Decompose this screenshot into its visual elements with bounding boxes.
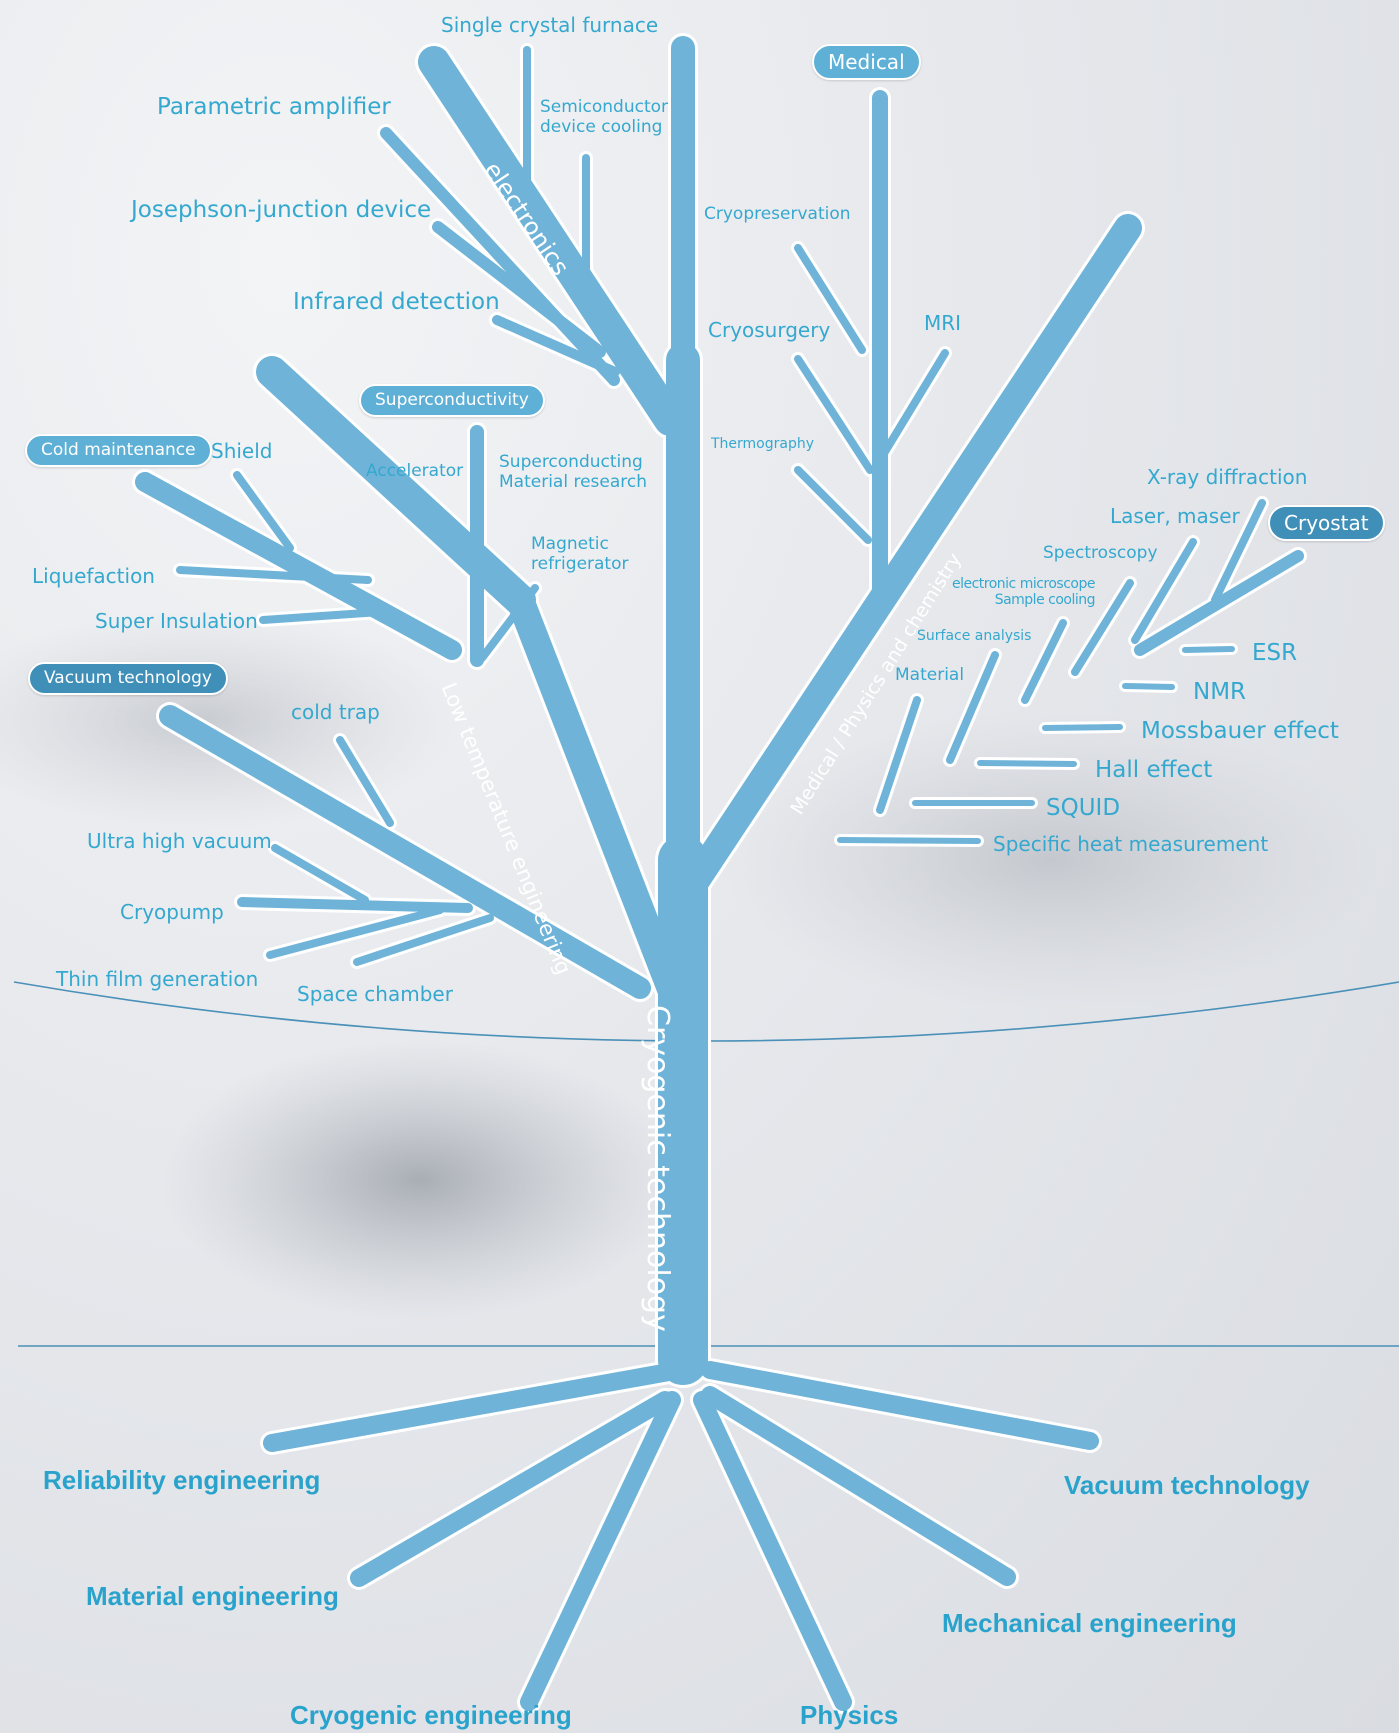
twig-cryopreservation: [794, 244, 866, 354]
twig-material: [876, 696, 921, 814]
twig-accelerator: [414, 494, 477, 574]
twig-ultra-high-vacuum: [271, 844, 369, 904]
root-label-cryogenic: Cryogenic engineering: [290, 1700, 572, 1730]
branch-electronics: [418, 46, 686, 436]
label-infrared: Infrared detection: [293, 289, 500, 315]
twig-cryosurgery: [794, 355, 874, 474]
twig-em-cooling: [1021, 619, 1067, 704]
root-mechanical: [701, 1386, 1016, 1586]
twig-nmr: [1122, 683, 1175, 690]
label-esr: ESR: [1252, 640, 1298, 666]
label-material: Material: [895, 665, 965, 685]
twig-cryopump: [237, 897, 473, 913]
label-mossbauer: Mossbauer effect: [1141, 718, 1339, 744]
twig-esr: [1182, 646, 1235, 653]
twig-super-insulation: [259, 608, 384, 624]
branches: [135, 36, 1304, 1711]
label-surface-analysis: Surface analysis: [917, 628, 1032, 644]
label-single-crystal-furnace: Single crystal furnace: [441, 13, 659, 37]
label-cryopreservation: Cryopreservation: [704, 204, 851, 224]
root-label-material: Material engineering: [86, 1581, 339, 1611]
root-label-mechanical: Mechanical engineering: [942, 1608, 1237, 1638]
twig-magnetic-refrigerator: [478, 584, 539, 662]
twig-laser: [1131, 538, 1197, 644]
root-material: [350, 1391, 674, 1587]
root-label-reliability: Reliability engineering: [43, 1465, 321, 1495]
branch-cold-maintenance: [135, 472, 462, 660]
label-xray: X-ray diffraction: [1147, 465, 1308, 489]
label-squid: SQUID: [1046, 795, 1121, 821]
twig-mri: [876, 349, 949, 464]
twig-hall: [977, 760, 1077, 767]
twig-specific-heat: [837, 837, 981, 844]
label-cryosurgery: Cryosurgery: [708, 318, 831, 342]
label-em-sample-cooling: electronic microscope Sample cooling: [951, 576, 1096, 609]
twig-space-chamber: [353, 914, 494, 966]
twig-cold-trap: [336, 736, 394, 827]
label-parametric-amplifier: Parametric amplifier: [157, 94, 391, 120]
label-thermography: Thermography: [711, 436, 815, 452]
category-medical: Medical: [812, 44, 921, 80]
branch-medical-physics: [669, 214, 1142, 914]
label-ultra-high-vacuum: Ultra high vacuum: [87, 829, 272, 853]
twig-spectroscopy: [1071, 579, 1134, 676]
twig-xray: [1211, 499, 1266, 604]
label-thin-film: Thin film generation: [56, 967, 259, 991]
trunk-label: Cryogenic technology: [640, 1005, 675, 1332]
branch-outlines: [132, 33, 1307, 1714]
twig-thin-film: [266, 906, 444, 959]
bg-shadow: [160, 1040, 680, 1320]
root-label-physics: Physics: [800, 1700, 899, 1730]
category-vacuum-technology: Vacuum technology: [28, 662, 228, 695]
label-shield: Shield: [211, 439, 273, 463]
twig-surface-analysis: [946, 651, 999, 764]
label-laser: Laser, maser: [1110, 504, 1240, 528]
category-cryostat: Cryostat: [1268, 505, 1385, 541]
label-semiconductor-cooling: Semiconductor device cooling: [540, 97, 669, 137]
category-cold-maintenance: Cold maintenance: [25, 434, 212, 467]
label-super-insulation: Super Insulation: [95, 609, 258, 633]
label-mri: MRI: [924, 311, 962, 335]
root-vacuum: [701, 1361, 1099, 1450]
branch-low-temperature: [506, 586, 697, 1034]
twig-josephson: [432, 221, 606, 358]
root-reliability: [263, 1361, 689, 1452]
label-sc-material-research: Superconducting Material research: [499, 452, 648, 492]
label-josephson: Josephson-junction device: [131, 197, 432, 223]
label-magnetic-refrigerator: Magnetic refrigerator: [531, 534, 629, 574]
label-specific-heat: Specific heat measurement: [993, 832, 1269, 856]
twig-liquefaction: [176, 566, 372, 584]
twig-shield: [233, 471, 294, 552]
label-nmr: NMR: [1193, 679, 1247, 705]
twig-mossbauer: [1042, 724, 1123, 731]
root-cryogenic: [520, 1391, 681, 1711]
label-space-chamber: Space chamber: [297, 982, 453, 1006]
label-cryopump: Cryopump: [120, 900, 224, 924]
branch-vacuum-technology: [159, 705, 651, 999]
branch-cryostat: [1134, 550, 1304, 656]
root-physics: [693, 1391, 852, 1711]
label-liquefaction: Liquefaction: [32, 564, 155, 588]
label-spectroscopy: Spectroscopy: [1043, 543, 1158, 563]
label-hall: Hall effect: [1095, 757, 1213, 783]
category-superconductivity: Superconductivity: [359, 384, 545, 417]
root-label-vacuum: Vacuum technology: [1064, 1470, 1310, 1500]
label-cold-trap: cold trap: [291, 700, 380, 724]
twig-thermography: [794, 466, 872, 544]
label-accelerator: Accelerator: [366, 461, 464, 481]
twig-infrared: [492, 315, 620, 377]
